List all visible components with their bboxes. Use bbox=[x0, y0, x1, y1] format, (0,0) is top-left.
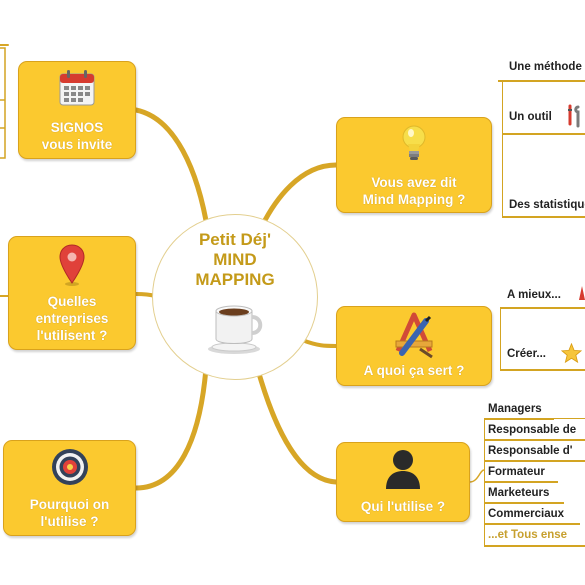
node-vous-avez-label-1: Vous avez dit bbox=[371, 175, 457, 190]
branch-pourquoi bbox=[133, 365, 209, 491]
person-icon bbox=[386, 450, 420, 489]
central-topic[interactable]: Petit Déj' MIND MAPPING bbox=[152, 214, 318, 380]
leaf-underline bbox=[484, 460, 585, 462]
node-entreprises-label-2: entreprises bbox=[35, 311, 109, 326]
node-signos-label-1: SIGNOS bbox=[50, 120, 104, 135]
node-entreprises[interactable]: Quelles entreprises l'utilisent ? bbox=[8, 236, 136, 350]
leaf-marketeurs[interactable]: Marketeurs bbox=[488, 487, 550, 499]
branch-qui bbox=[255, 367, 339, 485]
leaf-underline bbox=[484, 502, 564, 504]
leaf-formateur[interactable]: Formateur bbox=[488, 466, 545, 478]
leaf-underline bbox=[484, 545, 585, 547]
design-tools-icon bbox=[395, 312, 433, 359]
center-line-1: Petit Déj' bbox=[198, 230, 272, 249]
node-signos-label-2: vous invite bbox=[41, 137, 113, 152]
pencil-icon bbox=[579, 286, 585, 300]
leaf-responsable-1[interactable]: Responsable de bbox=[488, 424, 577, 436]
left-offscreen-frame bbox=[0, 47, 6, 159]
leaf-a-mieux[interactable]: A mieux... bbox=[507, 289, 561, 301]
node-pourquoi[interactable]: Pourquoi on l'utilise ? bbox=[3, 440, 136, 536]
calendar-icon bbox=[59, 70, 95, 106]
node-a-quoi-label-1: A quoi ça sert ? bbox=[363, 363, 465, 378]
leaf-creer[interactable]: Créer... bbox=[507, 348, 546, 360]
leaf-responsable-2[interactable]: Responsable d' bbox=[488, 445, 573, 457]
coffee-cup-icon bbox=[208, 305, 263, 354]
leaf-underline bbox=[498, 80, 585, 82]
leaf-underline bbox=[500, 307, 585, 309]
leaf-underline bbox=[502, 133, 585, 135]
leaf-underline bbox=[484, 418, 554, 420]
lightbulb-icon bbox=[402, 125, 426, 160]
leaf-bracket-vous-avez bbox=[502, 80, 585, 218]
leaf-underline bbox=[484, 523, 580, 525]
node-pourquoi-label-1: Pourquoi on bbox=[29, 497, 110, 512]
star-icon bbox=[561, 343, 582, 363]
center-line-3: MAPPING bbox=[195, 270, 275, 289]
leaf-underline bbox=[484, 439, 585, 441]
center-line-2: MIND bbox=[213, 250, 257, 269]
leaf-underline bbox=[484, 481, 558, 483]
target-icon bbox=[51, 449, 88, 485]
node-vous-avez-label-2: Mind Mapping ? bbox=[362, 192, 466, 207]
leaf-un-outil[interactable]: Un outil bbox=[509, 111, 552, 123]
node-a-quoi[interactable]: A quoi ça sert ? bbox=[336, 306, 492, 386]
leaf-et-tous[interactable]: ...et Tous ense bbox=[488, 529, 568, 541]
node-qui[interactable]: Qui l'utilise ? bbox=[336, 442, 470, 522]
node-pourquoi-label-2: l'utilise ? bbox=[40, 514, 99, 529]
node-signos[interactable]: SIGNOS vous invite bbox=[18, 61, 136, 159]
map-pin-icon bbox=[59, 244, 85, 286]
branch-a-quoi bbox=[300, 338, 338, 348]
leaf-commerciaux[interactable]: Commerciaux bbox=[488, 508, 565, 520]
node-qui-label-1: Qui l'utilise ? bbox=[360, 499, 446, 514]
node-entreprises-label-1: Quelles bbox=[47, 294, 97, 309]
branch-qui-fan bbox=[469, 469, 485, 483]
node-vous-avez[interactable]: Vous avez dit Mind Mapping ? bbox=[336, 117, 492, 213]
leaf-une-methode[interactable]: Une méthode bbox=[509, 61, 582, 73]
tools-icon bbox=[568, 104, 580, 128]
leaf-underline bbox=[500, 369, 585, 371]
leaf-managers[interactable]: Managers bbox=[488, 403, 542, 415]
branch-signos bbox=[133, 107, 211, 235]
branch-vous-avez bbox=[259, 162, 339, 229]
node-entreprises-label-3: l'utilisent ? bbox=[36, 328, 108, 343]
leaf-statistiques[interactable]: Des statistiques bbox=[509, 199, 585, 211]
leaf-underline bbox=[502, 216, 585, 218]
